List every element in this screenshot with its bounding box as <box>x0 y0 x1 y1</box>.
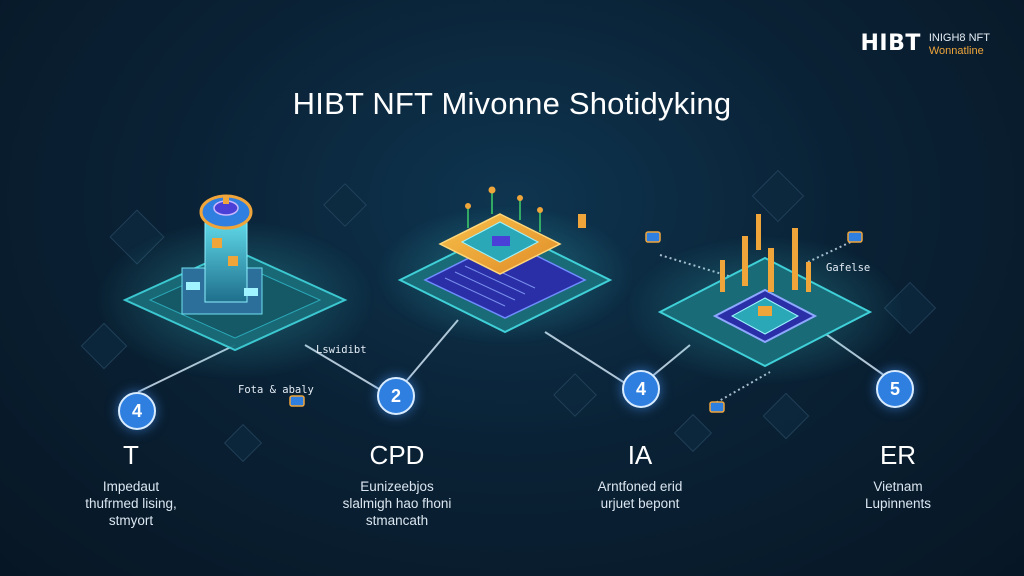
desc-line: Arntfoned erid <box>597 479 683 494</box>
desc-line: slalmigh hao fhoni <box>342 496 452 511</box>
desc-line: stmancath <box>365 513 429 528</box>
logo-line1: INIGH8 NFT <box>928 32 990 44</box>
callout-left-a: Lswidibt <box>316 344 367 356</box>
step-description: Impedaut thufrmed lising, stmyort <box>46 478 216 529</box>
desc-line: Impedaut <box>102 479 160 494</box>
step-description: Arntfoned erid urjuet bepont <box>555 478 725 512</box>
callout-right-a: Gafelse <box>826 262 871 274</box>
step-heading: IA <box>627 440 653 470</box>
step-label-3: IA Arntfoned erid urjuet bepont <box>555 440 725 512</box>
decorative-nodes <box>289 214 863 413</box>
step-label-2: CPD Eunizeebjos slalmigh hao fhoni stman… <box>312 440 482 529</box>
page-title: HIBT NFT Mivonne Shotidyking <box>292 86 732 121</box>
step-heading: CPD <box>369 440 425 470</box>
step-label-4: ER Vietnam Lupinnents <box>813 440 983 512</box>
step-description: Eunizeebjos slalmigh hao fhoni stmancath <box>312 478 482 529</box>
step-badge-1: 4 <box>118 392 156 430</box>
logo-line2: Wonnatline <box>928 45 984 57</box>
step-badge-4: 5 <box>876 370 914 408</box>
platform-tower <box>95 194 375 380</box>
desc-line: Eunizeebjos <box>360 479 434 494</box>
step-badge-2: 2 <box>377 377 415 415</box>
desc-line: thufrmed lising, <box>85 496 177 511</box>
desc-line: urjuet bepont <box>600 496 680 511</box>
step-label-1: T Impedaut thufrmed lising, stmyort <box>46 440 216 529</box>
platform-chip <box>375 186 635 345</box>
desc-line: Vietnam <box>873 479 923 494</box>
desc-line: stmyort <box>108 513 154 528</box>
step-heading: ER <box>879 440 917 470</box>
step-description: Vietnam Lupinnents <box>813 478 983 512</box>
desc-line: Lupinnents <box>864 496 932 511</box>
logo-text: INIGH8 NFT Wonnatline <box>929 32 990 58</box>
platform-network <box>625 214 905 385</box>
step-heading: T <box>123 440 139 470</box>
brand-logo: HIBT INIGH8 NFT Wonnatline <box>861 32 991 58</box>
logo-mark: HIBT <box>860 31 921 56</box>
callout-left-b: Fota & abaly <box>238 384 314 396</box>
step-badge-3: 4 <box>622 370 660 408</box>
